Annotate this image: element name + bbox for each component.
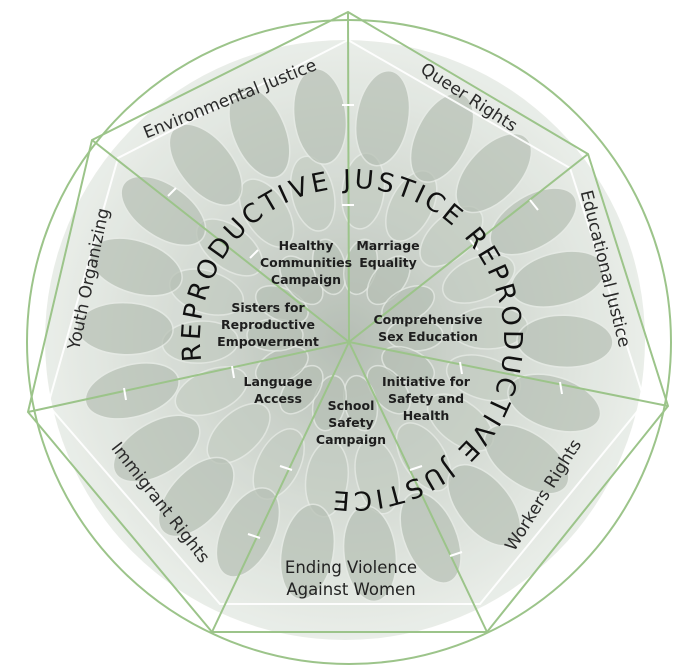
flower-petal: [510, 250, 606, 308]
item-sisters-reproductive-line: Reproductive: [221, 317, 315, 332]
flower-petal: [455, 132, 533, 214]
flower-petal: [292, 67, 348, 165]
spoke-ticks: [123, 104, 563, 557]
flower-petal: [399, 491, 462, 584]
item-initiative-safety-line: Health: [403, 408, 450, 423]
flower-background: [45, 40, 645, 640]
item-initiative-safety-line: Initiative for: [382, 374, 471, 389]
item-sisters-reproductive-line: Empowerment: [217, 334, 319, 349]
item-comprehensive-sex-ed-line: Sex Education: [378, 329, 478, 344]
flower-petal: [157, 456, 235, 538]
item-comprehensive-sex-ed-line: Comprehensive: [373, 312, 482, 327]
flower-petal: [354, 438, 401, 515]
flower-petal: [441, 253, 516, 304]
flower-petal: [238, 178, 295, 248]
flower-petal: [342, 505, 398, 603]
flower-petal: [516, 314, 614, 369]
flower-petal: [489, 187, 578, 256]
flower-petal: [112, 414, 201, 483]
spokes: [27, 11, 669, 633]
item-language-access-line: Language: [243, 374, 312, 389]
flower-petal: [228, 86, 291, 179]
item-healthy-communities-line: Communities: [260, 255, 352, 270]
flower-petal: [483, 423, 570, 495]
item-marriage-equality-line: Marriage: [356, 238, 419, 253]
flower-petal: [381, 285, 436, 325]
flower-petal: [354, 69, 411, 167]
flower-petals: [76, 67, 614, 603]
flower-petal: [215, 487, 281, 578]
inner-heptagon: [46, 38, 647, 605]
flower-petal: [174, 366, 249, 417]
sector-ending-violence-line2: Against Women: [286, 580, 415, 599]
item-school-safety-line: Campaign: [316, 432, 386, 447]
item-school-safety-line: Safety: [328, 415, 373, 430]
item-sisters-reproductive-line: Sisters for: [231, 300, 305, 315]
flower-petal: [88, 237, 183, 297]
flower-petal: [279, 503, 336, 601]
flower-petal: [409, 92, 475, 183]
item-healthy-communities-line: Healthy: [279, 238, 334, 253]
item-language-access-line: Access: [254, 391, 302, 406]
item-initiative-safety-line: Safety and: [388, 391, 464, 406]
flower-petal: [446, 463, 522, 547]
flower-petal: [395, 422, 452, 492]
item-marriage-equality-line: Equality: [359, 255, 417, 270]
sector-ending-violence-line1: Ending Violence: [285, 558, 417, 577]
item-school-safety-line: School: [328, 398, 375, 413]
flower-petal: [289, 155, 336, 232]
item-healthy-communities-line: Campaign: [271, 272, 341, 287]
outer-heptagon: [26, 10, 670, 633]
flower-petal: [76, 301, 174, 356]
flower-petal: [120, 175, 207, 247]
